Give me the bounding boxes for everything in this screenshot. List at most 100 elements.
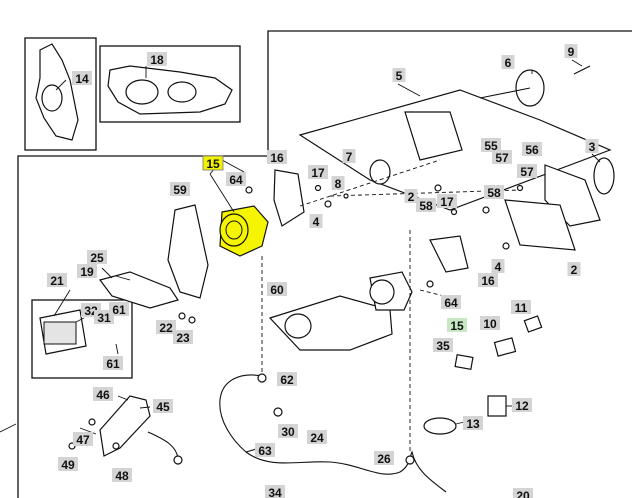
callout-14: 14: [72, 71, 92, 86]
callout-45: 45: [153, 399, 173, 414]
callout-number: 17: [311, 166, 325, 180]
callout-3: 3: [585, 139, 599, 154]
callout-bg: [481, 138, 501, 152]
callout-bg: [491, 259, 505, 273]
fastener-64b: [426, 280, 434, 288]
callout-number: 24: [310, 431, 324, 445]
callout-bg: [267, 282, 287, 296]
callout-22: 22: [156, 320, 176, 335]
alignment-lines: [261, 159, 521, 452]
callout-bg: [307, 430, 327, 444]
callout-bg: [153, 399, 173, 413]
callout-bg: [342, 149, 356, 163]
wiring-harness-24: [219, 374, 447, 493]
bracket-45: [99, 395, 151, 457]
callout-bg: [173, 330, 193, 344]
callout-number: 14: [75, 72, 89, 86]
callout-61: 61: [103, 356, 123, 371]
callout-bg: [147, 52, 167, 66]
callout-57: 57: [492, 150, 512, 165]
callout-bg: [416, 198, 436, 212]
callout-number: 11: [515, 301, 528, 315]
callout-34: 34: [265, 485, 285, 498]
relay-12: [487, 395, 507, 417]
plate-55: [404, 111, 463, 161]
callout-number: 55: [484, 139, 498, 153]
work-lamp-21-lens: [43, 321, 77, 345]
fastener-58: [434, 184, 442, 192]
callout-number: 4: [495, 260, 502, 274]
callout-number: 2: [571, 263, 578, 277]
callout-bg: [511, 300, 531, 314]
callout-number: 15: [450, 319, 464, 333]
callout-bg: [156, 320, 176, 334]
callout-number: 4: [313, 215, 320, 229]
callout-bg: [112, 468, 132, 482]
bezel-opening-18: [125, 79, 159, 105]
fastener-23: [188, 316, 196, 324]
callout-number: 17: [440, 195, 454, 209]
callout-number: 63: [258, 444, 272, 458]
callout-number: 60: [270, 283, 284, 297]
callout-number: 30: [281, 425, 295, 439]
callout-number: 13: [466, 417, 480, 431]
callout-number: 64: [229, 173, 243, 187]
callout-number: 25: [90, 251, 104, 265]
fastener-4: [324, 200, 332, 208]
callout-bg: [392, 68, 406, 82]
callout-number: 46: [96, 388, 110, 402]
callout-bg: [478, 273, 498, 287]
callout-bg: [484, 185, 504, 199]
callout-47: 47: [73, 432, 93, 447]
callout-4: 4: [491, 259, 505, 274]
callout-bg: [308, 165, 328, 179]
callout-number: 31: [97, 311, 111, 325]
callout-bg: [331, 176, 345, 190]
callout-15: 15: [202, 155, 224, 171]
callout-number: 58: [487, 186, 501, 200]
callout-bg: [202, 155, 224, 171]
bracket-16-upper: [273, 169, 305, 227]
clamp-13: [423, 417, 457, 435]
lamp-stud-6: [479, 87, 531, 99]
callout-58: 58: [416, 198, 436, 213]
callout-number: 56: [525, 143, 539, 157]
callout-20: 20: [513, 488, 533, 498]
bezel-opening-18b: [167, 81, 197, 103]
screw-9: [573, 65, 591, 75]
callout-bg: [501, 55, 515, 69]
callout-number: 15: [206, 157, 220, 171]
callout-4: 4: [309, 214, 323, 229]
callout-16: 16: [478, 273, 498, 288]
callout-bg: [517, 164, 537, 178]
callout-bg: [93, 387, 113, 401]
callout-25: 25: [87, 250, 107, 265]
callout-21: 21: [47, 273, 67, 288]
callout-number: 18: [150, 53, 164, 67]
callout-bg: [585, 139, 599, 153]
fastener-17: [314, 184, 322, 192]
bracket-59: [167, 204, 209, 299]
callout-6: 6: [501, 55, 515, 70]
callout-number: 57: [520, 165, 534, 179]
fastener-30: [273, 407, 283, 417]
callout-number: 3: [589, 140, 596, 154]
fastener-64: [245, 186, 253, 194]
switch-10: [493, 337, 517, 357]
callout-number: 23: [176, 331, 190, 345]
callout-19: 19: [77, 264, 97, 279]
callout-bg: [103, 356, 123, 370]
callout-64: 64: [441, 295, 461, 310]
callout-bg: [522, 142, 542, 156]
callout-24: 24: [307, 430, 327, 445]
callout-bg: [437, 194, 457, 208]
headlight-lens-15-lower: [369, 279, 395, 305]
connector-47: [173, 455, 183, 465]
callout-number: 7: [346, 150, 353, 164]
callout-61: 61: [109, 302, 129, 317]
bezel-opening-60: [284, 313, 312, 339]
callout-56: 56: [522, 142, 542, 157]
callout-bg: [567, 262, 581, 276]
callout-9: 9: [564, 44, 578, 59]
